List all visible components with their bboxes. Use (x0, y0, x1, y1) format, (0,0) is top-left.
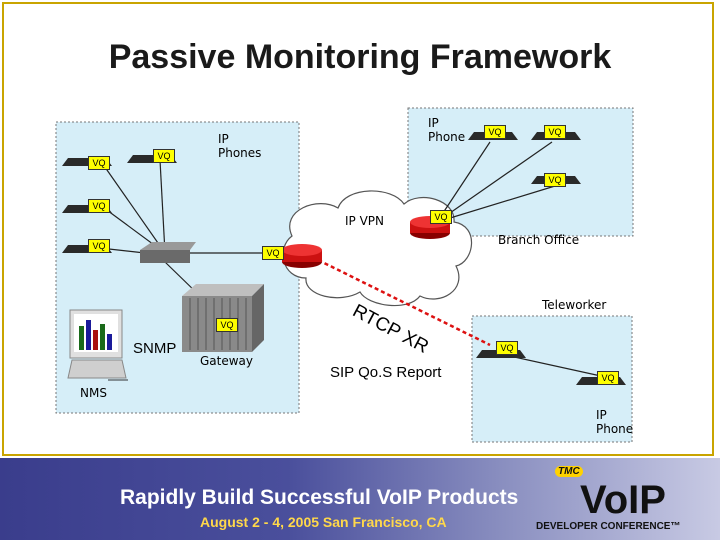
vq-tag: VQ (597, 371, 619, 385)
ip-phone-label: IP Phone (428, 116, 466, 144)
ip-phone-teleworker-label: IP Phone (596, 408, 634, 436)
branch-office-label: Branch Office (498, 233, 580, 247)
vq-tag: VQ (484, 125, 506, 139)
vq-tag: VQ (153, 149, 175, 163)
enterprise-router (282, 244, 322, 268)
rtcp-xr-path (311, 255, 491, 347)
slide-title: Passive Monitoring Framework (108, 38, 612, 76)
banner-dates: August 2 - 4, 2005 San Francisco, CA (200, 514, 447, 530)
snmp-label: SNMP (133, 340, 177, 357)
vq-tag: VQ (430, 210, 452, 224)
lan-switch (140, 242, 196, 263)
teleworker-label: Teleworker (542, 298, 607, 312)
teleworker-connection (504, 354, 611, 379)
vq-tag: VQ (544, 173, 566, 187)
voip-logo: VoIP (580, 478, 666, 522)
slide-frame (2, 2, 714, 456)
vq-tag: VQ (496, 341, 518, 355)
nms-label: NMS (80, 386, 107, 400)
nms-monitor-icon (67, 309, 128, 381)
branch-connections (436, 141, 556, 223)
gateway-label: Gateway (200, 354, 254, 368)
conference-banner: Rapidly Build Successful VoIP Products A… (0, 458, 720, 540)
vq-tag: VQ (544, 125, 566, 139)
vq-tag: VQ (88, 199, 110, 213)
ip-vpn-label: IP VPN (345, 214, 385, 228)
ip-phones-label: IP Phones (218, 132, 262, 160)
developer-conference-label: DEVELOPER CONFERENCE™ (536, 521, 681, 532)
sip-qos-report-label: SIP Qo.S Report (330, 364, 442, 381)
tmc-logo: TMC (555, 466, 583, 477)
vq-tag: VQ (88, 156, 110, 170)
banner-headline: Rapidly Build Successful VoIP Products (120, 486, 519, 509)
vq-tag: VQ (262, 246, 284, 260)
vq-tag: VQ (216, 318, 238, 332)
vq-tag: VQ (88, 239, 110, 253)
